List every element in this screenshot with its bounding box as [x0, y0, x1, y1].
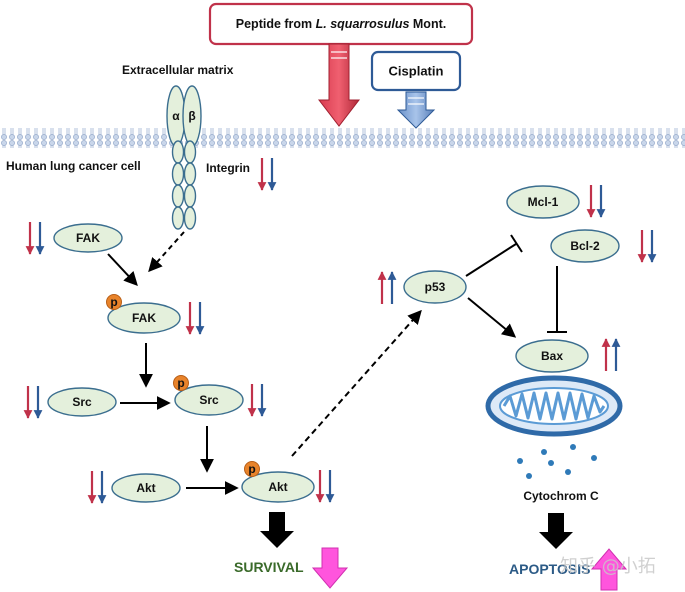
akt-expression-arrows [87, 471, 107, 504]
extracellular-matrix-label: Extracellular matrix [122, 63, 234, 77]
p-fak-expression-arrows [185, 302, 205, 335]
apoptosis-black-arrow [539, 513, 573, 549]
survival-label: SURVIVAL [234, 559, 304, 575]
cytochrome-c-dots [517, 444, 597, 479]
p-fak-node: FAK [107, 302, 181, 334]
p-akt-node: Akt [241, 471, 315, 503]
cell-membrane [0, 128, 685, 148]
svg-text:Akt: Akt [136, 481, 155, 495]
integrin-to-pfak-arrow [148, 231, 185, 273]
svg-text:p: p [177, 376, 184, 390]
apoptosis-increase-arrow [590, 548, 628, 591]
fak-node: FAK [53, 223, 123, 253]
cell-label: Human lung cancer cell [6, 159, 141, 173]
phospho-badge-fak: p [106, 294, 122, 310]
src-node: Src [47, 387, 117, 417]
bax-node: Bax [515, 339, 589, 373]
svg-text:Peptide from L. squarrosulus M: Peptide from L. squarrosulus Mont. [236, 17, 446, 31]
bcl2-expression-arrows [637, 230, 657, 263]
p-akt-expression-arrows [315, 470, 335, 503]
fak-expression-arrows [25, 222, 45, 255]
p-src-expression-arrows [247, 384, 267, 417]
svg-text:p: p [110, 295, 117, 309]
survival-decrease-arrow [311, 547, 349, 589]
phospho-badge-src: p [173, 375, 189, 391]
svg-text:FAK: FAK [132, 311, 156, 325]
akt-node: Akt [111, 473, 181, 503]
svg-text:α: α [172, 109, 180, 123]
mcl1-node: Mcl-1 [506, 185, 580, 219]
p53-node: p53 [403, 270, 467, 304]
p53-to-bax-arrow [467, 297, 517, 338]
phospho-badge-akt: p [244, 461, 260, 477]
p-src-node: Src [174, 384, 244, 416]
expression-indicators [23, 158, 657, 504]
survival-black-arrow [260, 512, 294, 548]
pakt-to-p53-dashed-arrow [291, 309, 422, 457]
mitochondrion [485, 375, 623, 437]
svg-text:Akt: Akt [268, 480, 287, 494]
bcl2-node: Bcl-2 [550, 229, 620, 263]
svg-text:Src: Src [199, 393, 219, 407]
svg-text:Mcl-1: Mcl-1 [528, 195, 559, 209]
apoptosis-label: APOPTOSIS [509, 561, 590, 577]
svg-text:β: β [188, 109, 195, 123]
integrin-label: Integrin [206, 161, 250, 175]
svg-text:Bcl-2: Bcl-2 [570, 239, 600, 253]
p53-expression-arrows [377, 271, 397, 304]
svg-text:p: p [248, 462, 255, 476]
bax-expression-arrows [601, 338, 621, 371]
cisplatin-box: Cisplatin [370, 50, 462, 92]
fak-to-pfak-arrow [107, 253, 138, 287]
watermark: 知乎 @小拓 [560, 556, 656, 577]
mcl1-expression-arrows [586, 185, 606, 218]
cisplatin-arrow [396, 91, 436, 129]
svg-text:Cisplatin: Cisplatin [389, 64, 444, 79]
integrin-receptor: α β [166, 85, 202, 230]
peptide-box: Peptide from L. squarrosulus Mont. [208, 2, 474, 46]
cytochrome-c-label: Cytochrom C [523, 489, 599, 503]
integrin-expression-arrows [257, 158, 277, 191]
svg-text:Src: Src [72, 395, 92, 409]
peptide-arrow [317, 43, 361, 127]
svg-text:p53: p53 [425, 280, 446, 294]
bcl2-inhibits-bax [547, 266, 567, 333]
p53-inhibits-mcl1-bcl2 [465, 234, 523, 277]
src-expression-arrows [23, 386, 43, 419]
svg-text:Bax: Bax [541, 349, 563, 363]
svg-text:FAK: FAK [76, 231, 100, 245]
